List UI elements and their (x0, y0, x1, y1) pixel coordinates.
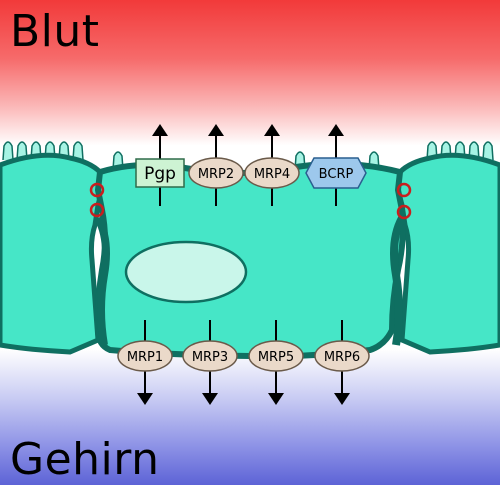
microvillus (72, 141, 84, 161)
transporter-label: MRP2 (198, 167, 234, 182)
transporter-bcrp: BCRP (305, 157, 367, 189)
transporter-layer: Pgp MRP2 MRP4 BCRP MRP1 MRP3 MRP5 MRP6 (117, 124, 370, 405)
transporter-label: MRP5 (258, 350, 294, 365)
left-neighbor-cell (0, 152, 105, 355)
transporter-pgp: Pgp (135, 158, 185, 188)
tight-junction-left (89, 182, 105, 218)
transporter-mrp4: MRP4 (244, 157, 300, 189)
blood-label: Blut (10, 6, 100, 57)
transporter-label: MRP6 (324, 350, 360, 365)
microvillus (482, 141, 494, 161)
brain-label: Gehirn (10, 434, 160, 485)
transporter-mrp2: MRP2 (188, 157, 244, 189)
transporter-label: Pgp (144, 164, 176, 184)
paracellular-cleft-left (94, 216, 110, 346)
transporter-mrp5: MRP5 (248, 340, 304, 372)
transporter-mrp6: MRP6 (314, 340, 370, 372)
paracellular-cleft-right (390, 216, 406, 346)
tight-junction-right (396, 182, 412, 220)
microvillus (2, 141, 14, 161)
transporter-mrp1: MRP1 (117, 340, 173, 372)
transporter-mrp3: MRP3 (182, 340, 238, 372)
transporter-label: MRP1 (127, 350, 163, 365)
transporter-label: MRP4 (254, 167, 290, 182)
right-neighbor-cell (395, 152, 500, 355)
nucleus (124, 240, 248, 304)
transporter-label: BCRP (319, 167, 354, 182)
transporter-label: MRP3 (192, 350, 228, 365)
